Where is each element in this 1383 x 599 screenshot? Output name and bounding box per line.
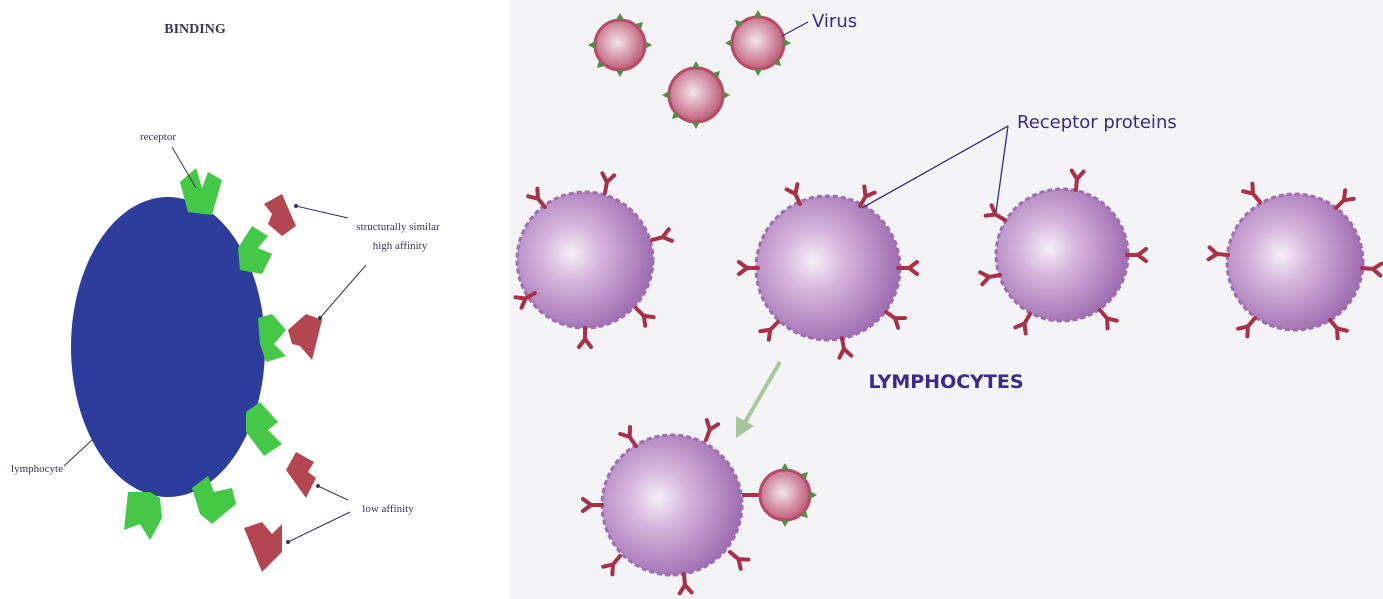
low-affinity-label: low affinity (362, 503, 414, 515)
lymphocyte-label: lymphocyte (11, 463, 63, 475)
receptor-shape (124, 492, 162, 540)
antigens (244, 194, 322, 572)
lymphocyte (978, 168, 1148, 336)
antigen-high-affinity (264, 194, 296, 236)
binding-title: BINDING (164, 22, 226, 37)
lymphocytes-label: LYMPHOCYTES (868, 371, 1023, 393)
lymphocyte-cell (71, 197, 265, 497)
selection-arrow (736, 360, 782, 438)
receptor-shape (246, 402, 282, 456)
lymphocyte (737, 182, 919, 360)
lymphocyte (1206, 181, 1383, 341)
high-affinity-label: high affinity (373, 240, 428, 252)
binding-pointers (63, 146, 367, 543)
receptor-proteins-label: Receptor proteins (1017, 112, 1177, 133)
structurally-similar-label: structurally similar (356, 221, 440, 233)
antigen-low-affinity (286, 452, 316, 498)
virus-label: Virus (812, 11, 857, 32)
receptor-shape (180, 168, 222, 215)
virus-bound (758, 463, 817, 527)
antigen-low-affinity (244, 522, 282, 572)
receptors (124, 168, 286, 540)
receptor-proteins-pointers (861, 125, 1009, 213)
virus (588, 13, 652, 77)
antigen-high-affinity (288, 314, 322, 360)
virus (725, 10, 791, 76)
lymphocyte (513, 171, 674, 349)
virus (662, 61, 730, 129)
receptor-shape (238, 226, 272, 274)
receptor-shape (258, 314, 286, 362)
lymphocyte-bound (581, 418, 760, 596)
virus-pointer (781, 21, 809, 37)
receptor-shape (192, 476, 236, 524)
receptor-label: receptor (140, 131, 176, 143)
